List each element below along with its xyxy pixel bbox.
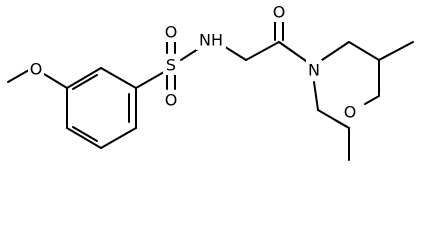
bond — [313, 81, 319, 111]
bond — [7, 69, 30, 83]
atom-label-amide-nitrogen: NH — [199, 31, 223, 50]
atom-label-morpholine-nitrogen: N — [308, 61, 320, 80]
bond — [317, 109, 350, 129]
atom-label-oxygen-methoxy: O — [30, 60, 43, 79]
atom-label-sulfur: S — [166, 56, 176, 75]
acetamide-linker — [221, 19, 307, 62]
double-bond-inner — [72, 74, 98, 90]
double-bond-inner — [72, 126, 98, 142]
bond — [364, 95, 380, 105]
atom-label-oxygen-carbonyl: O — [273, 3, 286, 22]
bond — [321, 41, 350, 61]
morpholine-ring — [313, 41, 380, 129]
molecule-structure-diagram: O S O O NH O N O — [7, 2, 414, 161]
bond — [278, 41, 307, 62]
bond — [378, 41, 414, 61]
bond — [135, 71, 165, 89]
atom-label-oxygen-sulfonyl-bottom: O — [165, 91, 178, 110]
bond — [180, 48, 199, 61]
bond — [245, 41, 280, 61]
atom-label-oxygen-sulfonyl-top: O — [165, 23, 178, 42]
bond — [100, 67, 137, 89]
bond — [348, 41, 380, 61]
atom-label-morpholine-oxygen: O — [344, 103, 357, 122]
bond — [66, 67, 102, 89]
bond — [43, 73, 68, 89]
sulfonyl-group — [135, 40, 199, 90]
atom-labels: O S O O NH O N O — [28, 2, 358, 122]
methoxy-group — [7, 69, 68, 89]
bond — [66, 127, 102, 149]
bond — [100, 127, 137, 149]
methyl-groups — [348, 41, 414, 161]
benzene-ring — [66, 67, 137, 149]
